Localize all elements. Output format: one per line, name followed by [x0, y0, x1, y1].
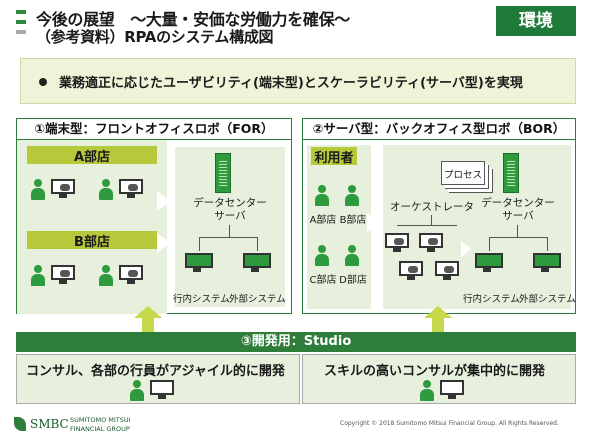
dev-right-text: スキルの高いコンサルが集中的に開発	[324, 364, 546, 379]
left-panel: ①端末型：フロントオフィスロボ（FOR） A部店 B部店 データセンター サーバ…	[16, 118, 292, 314]
robot-pc-icon	[51, 265, 75, 285]
robot-pc-icon	[399, 261, 423, 281]
user-branch-b: B部店	[339, 215, 367, 226]
user-icon	[130, 380, 144, 402]
external-system-label: 外部システム	[519, 294, 576, 305]
arrow-right-icon	[157, 233, 171, 253]
branch-area	[17, 140, 167, 314]
internal-system-pc-icon	[185, 253, 215, 273]
orchestrator-label: オーケストレータ	[390, 201, 474, 213]
process-doc-icon	[441, 161, 485, 185]
internal-system-pc-icon	[475, 253, 505, 273]
pc-icon	[150, 380, 174, 400]
user-icon	[99, 265, 113, 287]
user-icon	[315, 185, 329, 207]
server-icon	[503, 153, 519, 193]
external-system-label: 外部システム	[229, 294, 286, 305]
users-label: 利用者	[311, 147, 357, 166]
external-system-pc-icon	[533, 253, 563, 273]
robot-pc-icon	[119, 265, 143, 285]
right-panel-header: ②サーバ型：バックオフィス型ロボ（BOR）	[303, 119, 575, 140]
page-title: 今後の展望 ～大量・安価な労働力を確保～	[36, 10, 351, 29]
user-icon	[420, 380, 434, 402]
logo-mark-icon	[14, 417, 26, 431]
dev-right-box	[302, 354, 576, 404]
robot-pc-icon	[435, 261, 459, 281]
title-bars-icon	[16, 10, 30, 44]
smbc-logo: SMBC SUMITOMO MITSUI FINANCIAL GROUP	[14, 414, 134, 436]
internal-system-label: 行内システム	[463, 294, 520, 305]
user-branch-a: A部店	[309, 215, 337, 226]
robot-pc-icon	[385, 233, 409, 253]
robot-pc-icon	[419, 233, 443, 253]
user-icon	[345, 245, 359, 267]
arrow-right-icon	[157, 191, 171, 211]
datacenter-server-label: データセンター サーバ	[481, 197, 555, 222]
user-icon	[99, 179, 113, 201]
company-line1: SUMITOMO MITSUI	[70, 416, 131, 424]
external-system-pc-icon	[243, 253, 273, 273]
pc-icon	[440, 380, 464, 400]
environment-tag: 環境	[496, 6, 576, 36]
internal-system-label: 行内システム	[173, 294, 230, 305]
user-icon	[31, 265, 45, 287]
user-icon	[315, 245, 329, 267]
arrow-up-icon	[424, 306, 452, 318]
branch-a-label: A部店	[27, 146, 157, 165]
dev-left-text: コンサル、各部の行員がアジャイル的に開発	[26, 364, 285, 379]
page-subtitle: （参考資料）RPAのシステム構成図	[36, 28, 274, 46]
user-icon	[31, 179, 45, 201]
user-branch-c: C部店	[309, 275, 337, 286]
dev-header: ③開発用：Studio	[16, 332, 576, 352]
branch-b-label: B部店	[27, 231, 157, 250]
users-area	[307, 145, 371, 309]
user-branch-d: D部店	[339, 275, 367, 286]
arrow-right-icon	[461, 241, 471, 257]
copyright: Copyright © 2018 Sumitomo Mitsui Financi…	[340, 420, 559, 427]
right-panel: ②サーバ型：バックオフィス型ロボ（BOR） 利用者 A部店 B部店 C部店 D部…	[302, 118, 576, 314]
summary-text: 業務適正に応じたユーザビリティ(端末型)とスケーラビリティ(サーバ型)を実現	[59, 76, 523, 91]
datacenter-server-label: データセンター サーバ	[193, 197, 267, 222]
robot-pc-icon	[119, 179, 143, 199]
user-icon	[345, 185, 359, 207]
arrow-up-icon	[134, 306, 162, 318]
summary-banner: 業務適正に応じたユーザビリティ(端末型)とスケーラビリティ(サーバ型)を実現	[20, 58, 576, 104]
company-line2: FINANCIAL GROUP	[70, 425, 130, 433]
bullet-icon	[39, 78, 47, 86]
logo-text: SMBC	[30, 417, 69, 431]
server-icon	[215, 153, 231, 193]
robot-pc-icon	[51, 179, 75, 199]
process-label: プロセス	[443, 170, 482, 181]
arrow-right-icon	[367, 213, 379, 233]
left-panel-header: ①端末型：フロントオフィスロボ（FOR）	[17, 119, 291, 140]
